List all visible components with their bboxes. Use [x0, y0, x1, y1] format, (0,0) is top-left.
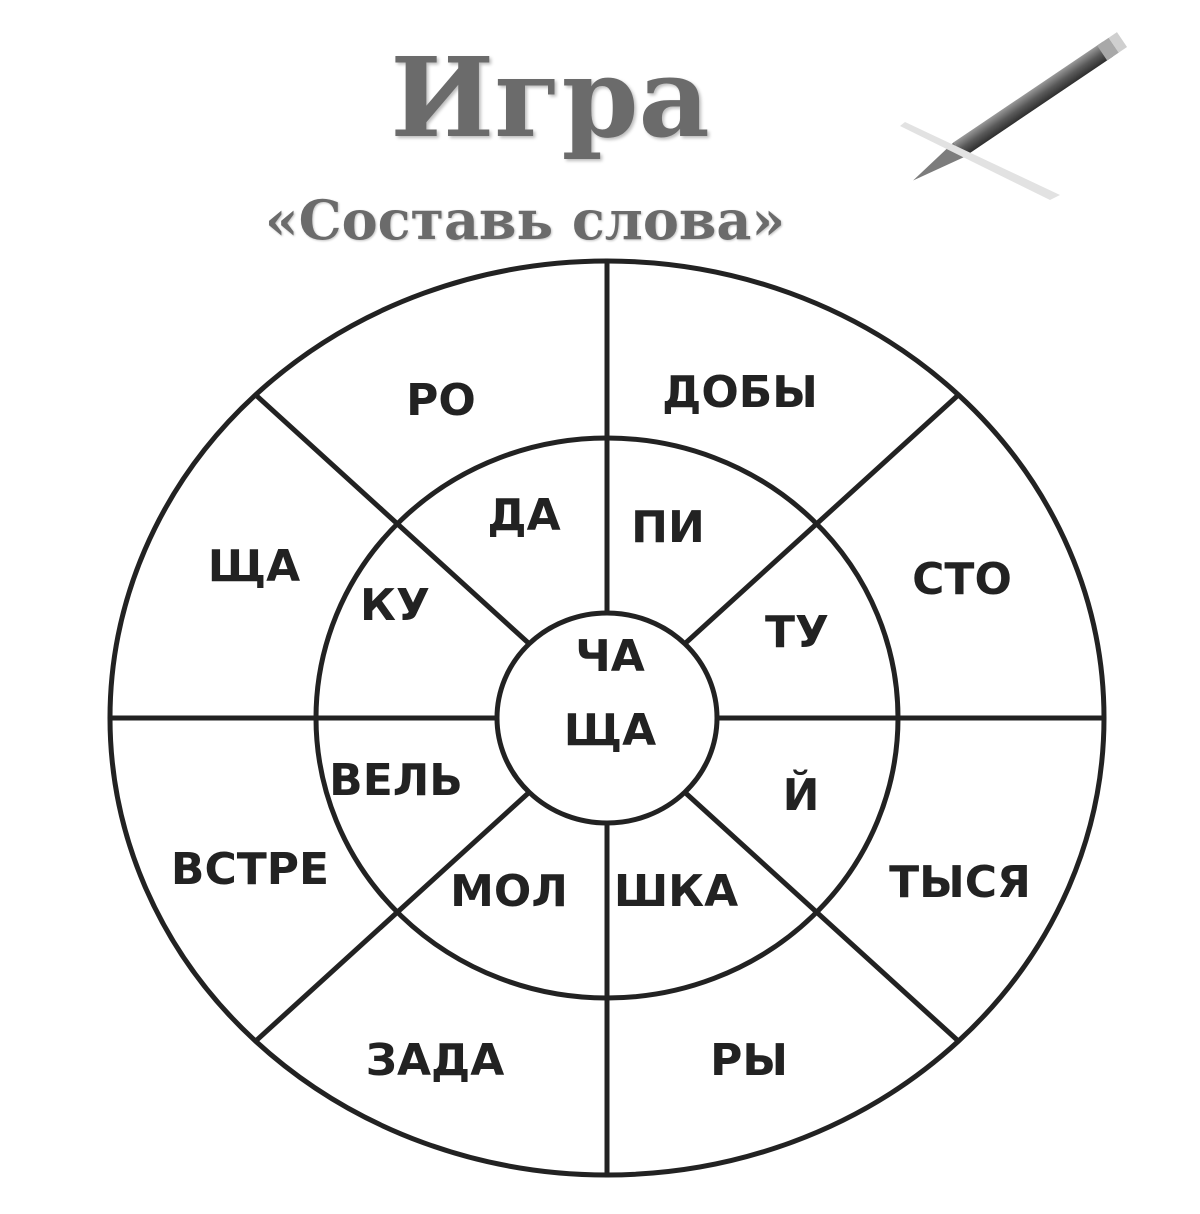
inner-syllable: ПИ: [631, 502, 705, 553]
inner-syllable: КУ: [360, 580, 430, 631]
inner-syllable: МОЛ: [450, 866, 568, 917]
center-syllable: ЩА: [564, 705, 656, 756]
game-title: Игра: [390, 33, 710, 162]
outer-syllable: РО: [406, 375, 476, 426]
pencil-icon: [900, 32, 1128, 200]
outer-syllable: СТО: [912, 554, 1012, 605]
inner-syllable: ДА: [487, 490, 560, 541]
outer-syllable: ТЫСЯ: [889, 857, 1031, 908]
wheel-lines: [107, 258, 1107, 1178]
wheel-spoke: [683, 393, 961, 646]
wheel-spoke: [253, 790, 531, 1043]
game-subtitle: «Составь слова»: [264, 188, 786, 252]
inner-syllable: ШКА: [614, 866, 738, 917]
outer-syllable: ВСТРЕ: [171, 844, 329, 895]
outer-syllable: РЫ: [710, 1035, 788, 1086]
outer-syllable: ДОБЫ: [662, 367, 818, 418]
wheel-cells: ДОБЫ СТО ТЫСЯ РЫ ЗАДА ВСТРЕ ЩА РО ПИ ТУ Й ШКА МОЛ ВЕЛ…: [171, 367, 1031, 1086]
wheel-spoke: [253, 393, 531, 646]
outer-syllable: ЗАДА: [366, 1035, 505, 1086]
outer-syllable: ЩА: [208, 541, 300, 592]
center-syllable: ЧА: [575, 631, 645, 682]
wheel-spoke: [683, 790, 961, 1043]
inner-syllable: Й: [783, 768, 820, 821]
inner-syllable: ТУ: [765, 607, 829, 658]
inner-syllable: ВЕЛЬ: [329, 755, 463, 806]
